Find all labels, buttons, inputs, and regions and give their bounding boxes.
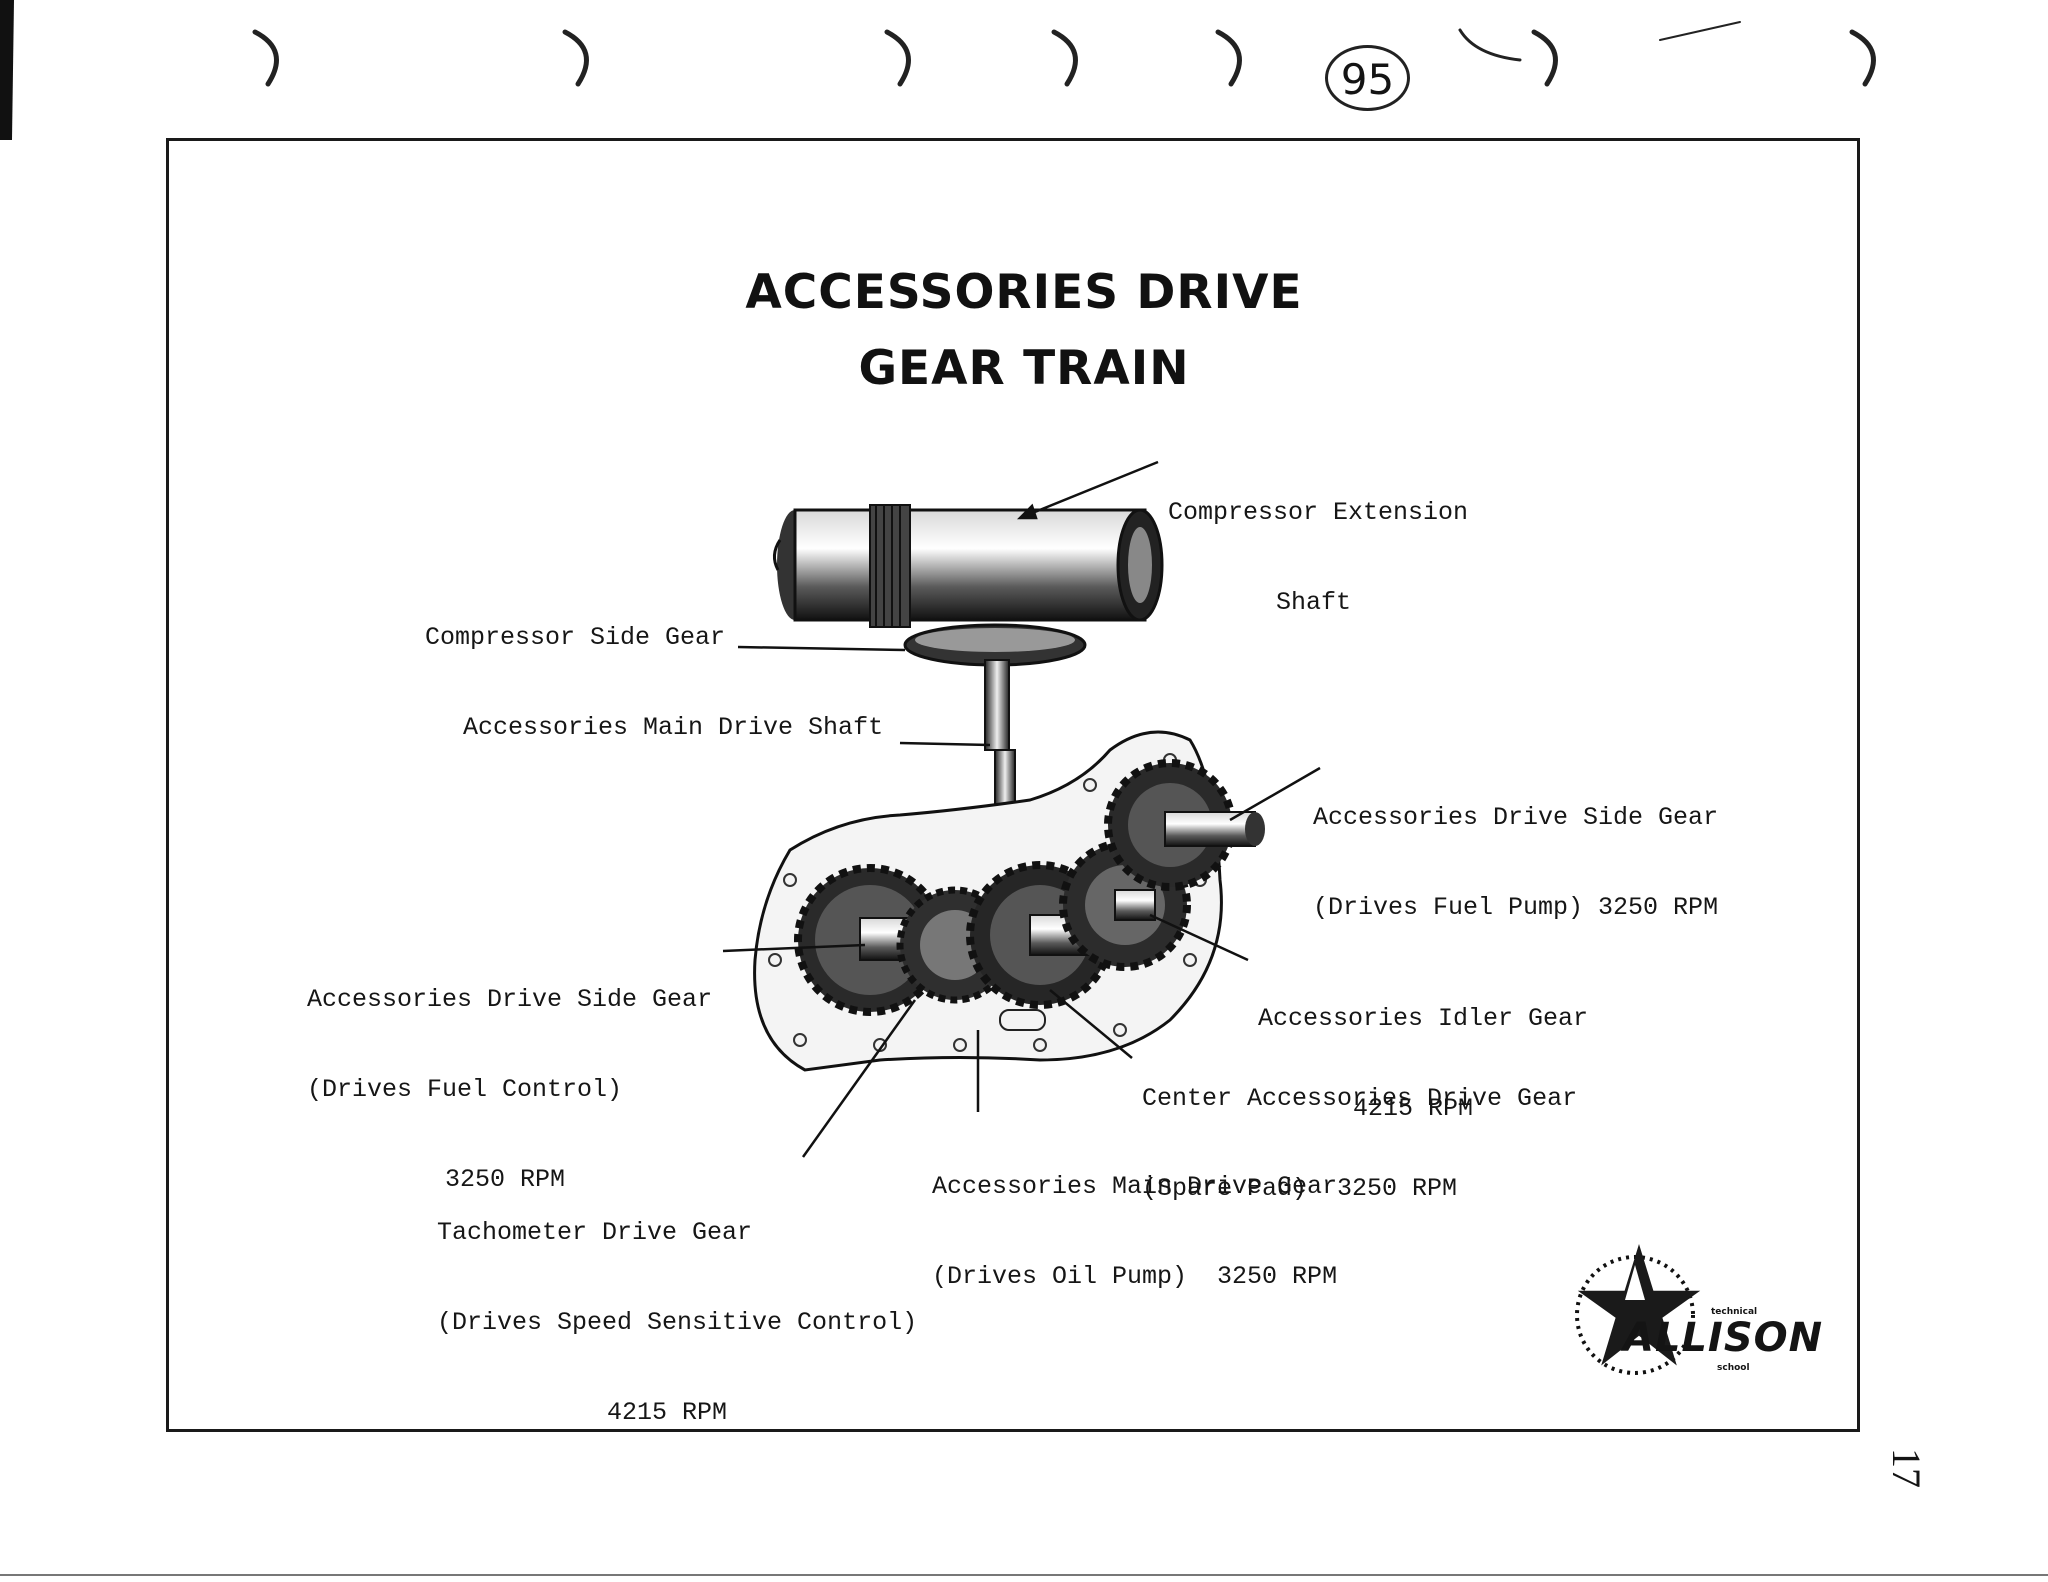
- label-drive-side-gear-fuel-pump: Accessories Drive Side Gear (Drives Fuel…: [1313, 743, 1718, 953]
- compressor-extension-shaft: [773, 504, 1164, 628]
- allison-logo: technical ALLISON school: [1575, 1235, 1822, 1390]
- page-bottom-edge: [0, 1574, 2048, 1576]
- diagram-title-line1: ACCESSORIES DRIVE: [745, 265, 1303, 320]
- label-line: 4215 RPM: [1353, 1094, 1474, 1123]
- logo-small-bottom: school: [1717, 1363, 1750, 1373]
- label-idler-gear: Accessories Idler Gear 4215 RPM: [1258, 944, 1588, 1154]
- label-line: (Drives Fuel Pump) 3250 RPM: [1313, 893, 1719, 922]
- label-tachometer-drive-gear: Tachometer Drive Gear (Drives Speed Sens…: [437, 1158, 917, 1458]
- label-line: (Drives Oil Pump) 3250 RPM: [932, 1262, 1338, 1291]
- compressor-side-gear: [903, 623, 1087, 667]
- label-line: Tachometer Drive Gear: [437, 1218, 753, 1247]
- label-line: (Drives Speed Sensitive Control): [437, 1308, 918, 1337]
- page-number: 17: [1884, 1448, 1929, 1488]
- label-line: Center Accessories Drive Gear: [1142, 1084, 1578, 1113]
- label-line: Accessories Idler Gear: [1258, 1004, 1589, 1033]
- label-line: (Spare Pad) 3250 RPM: [1142, 1174, 1458, 1203]
- label-line: Accessories Main Drive Gear: [932, 1172, 1338, 1201]
- label-compressor-side-gear: Compressor Side Gear: [425, 623, 726, 652]
- fuel-control-gear: [794, 864, 952, 1016]
- label-center-drive-gear: Center Accessories Drive Gear (Spare Pad…: [1142, 1024, 1577, 1234]
- label-line: Shaft: [1276, 588, 1352, 617]
- page-marker-circled: 95: [1325, 45, 1410, 111]
- binder-hole-marks: [0, 0, 1876, 140]
- label-line: 4215 RPM: [607, 1398, 728, 1427]
- label-main-drive-gear: Accessories Main Drive Gear (Drives Oil …: [932, 1112, 1337, 1322]
- fuel-pump-gear: [1104, 759, 1265, 891]
- logo-wordmark: ALLISON: [1623, 1315, 1824, 1361]
- logo-small-top: technical: [1711, 1307, 1758, 1317]
- label-compressor-extension-shaft: Compressor Extension Shaft: [1168, 438, 1468, 648]
- label-line: Compressor Extension: [1168, 498, 1469, 527]
- label-line: Accessories Drive Side Gear: [1313, 803, 1719, 832]
- diagram-title-line2: GEAR TRAIN: [858, 341, 1190, 396]
- label-accessories-main-drive-shaft: Accessories Main Drive Shaft: [463, 713, 884, 742]
- label-drive-side-gear-fuel-control: Accessories Drive Side Gear (Drives Fuel…: [307, 925, 712, 1225]
- label-line: 3250 RPM: [445, 1165, 566, 1194]
- label-line: (Drives Fuel Control): [307, 1075, 623, 1104]
- label-line: Accessories Drive Side Gear: [307, 985, 713, 1014]
- diagram-frame: [166, 138, 1860, 1432]
- star-emblem-icon: [1575, 1244, 1701, 1375]
